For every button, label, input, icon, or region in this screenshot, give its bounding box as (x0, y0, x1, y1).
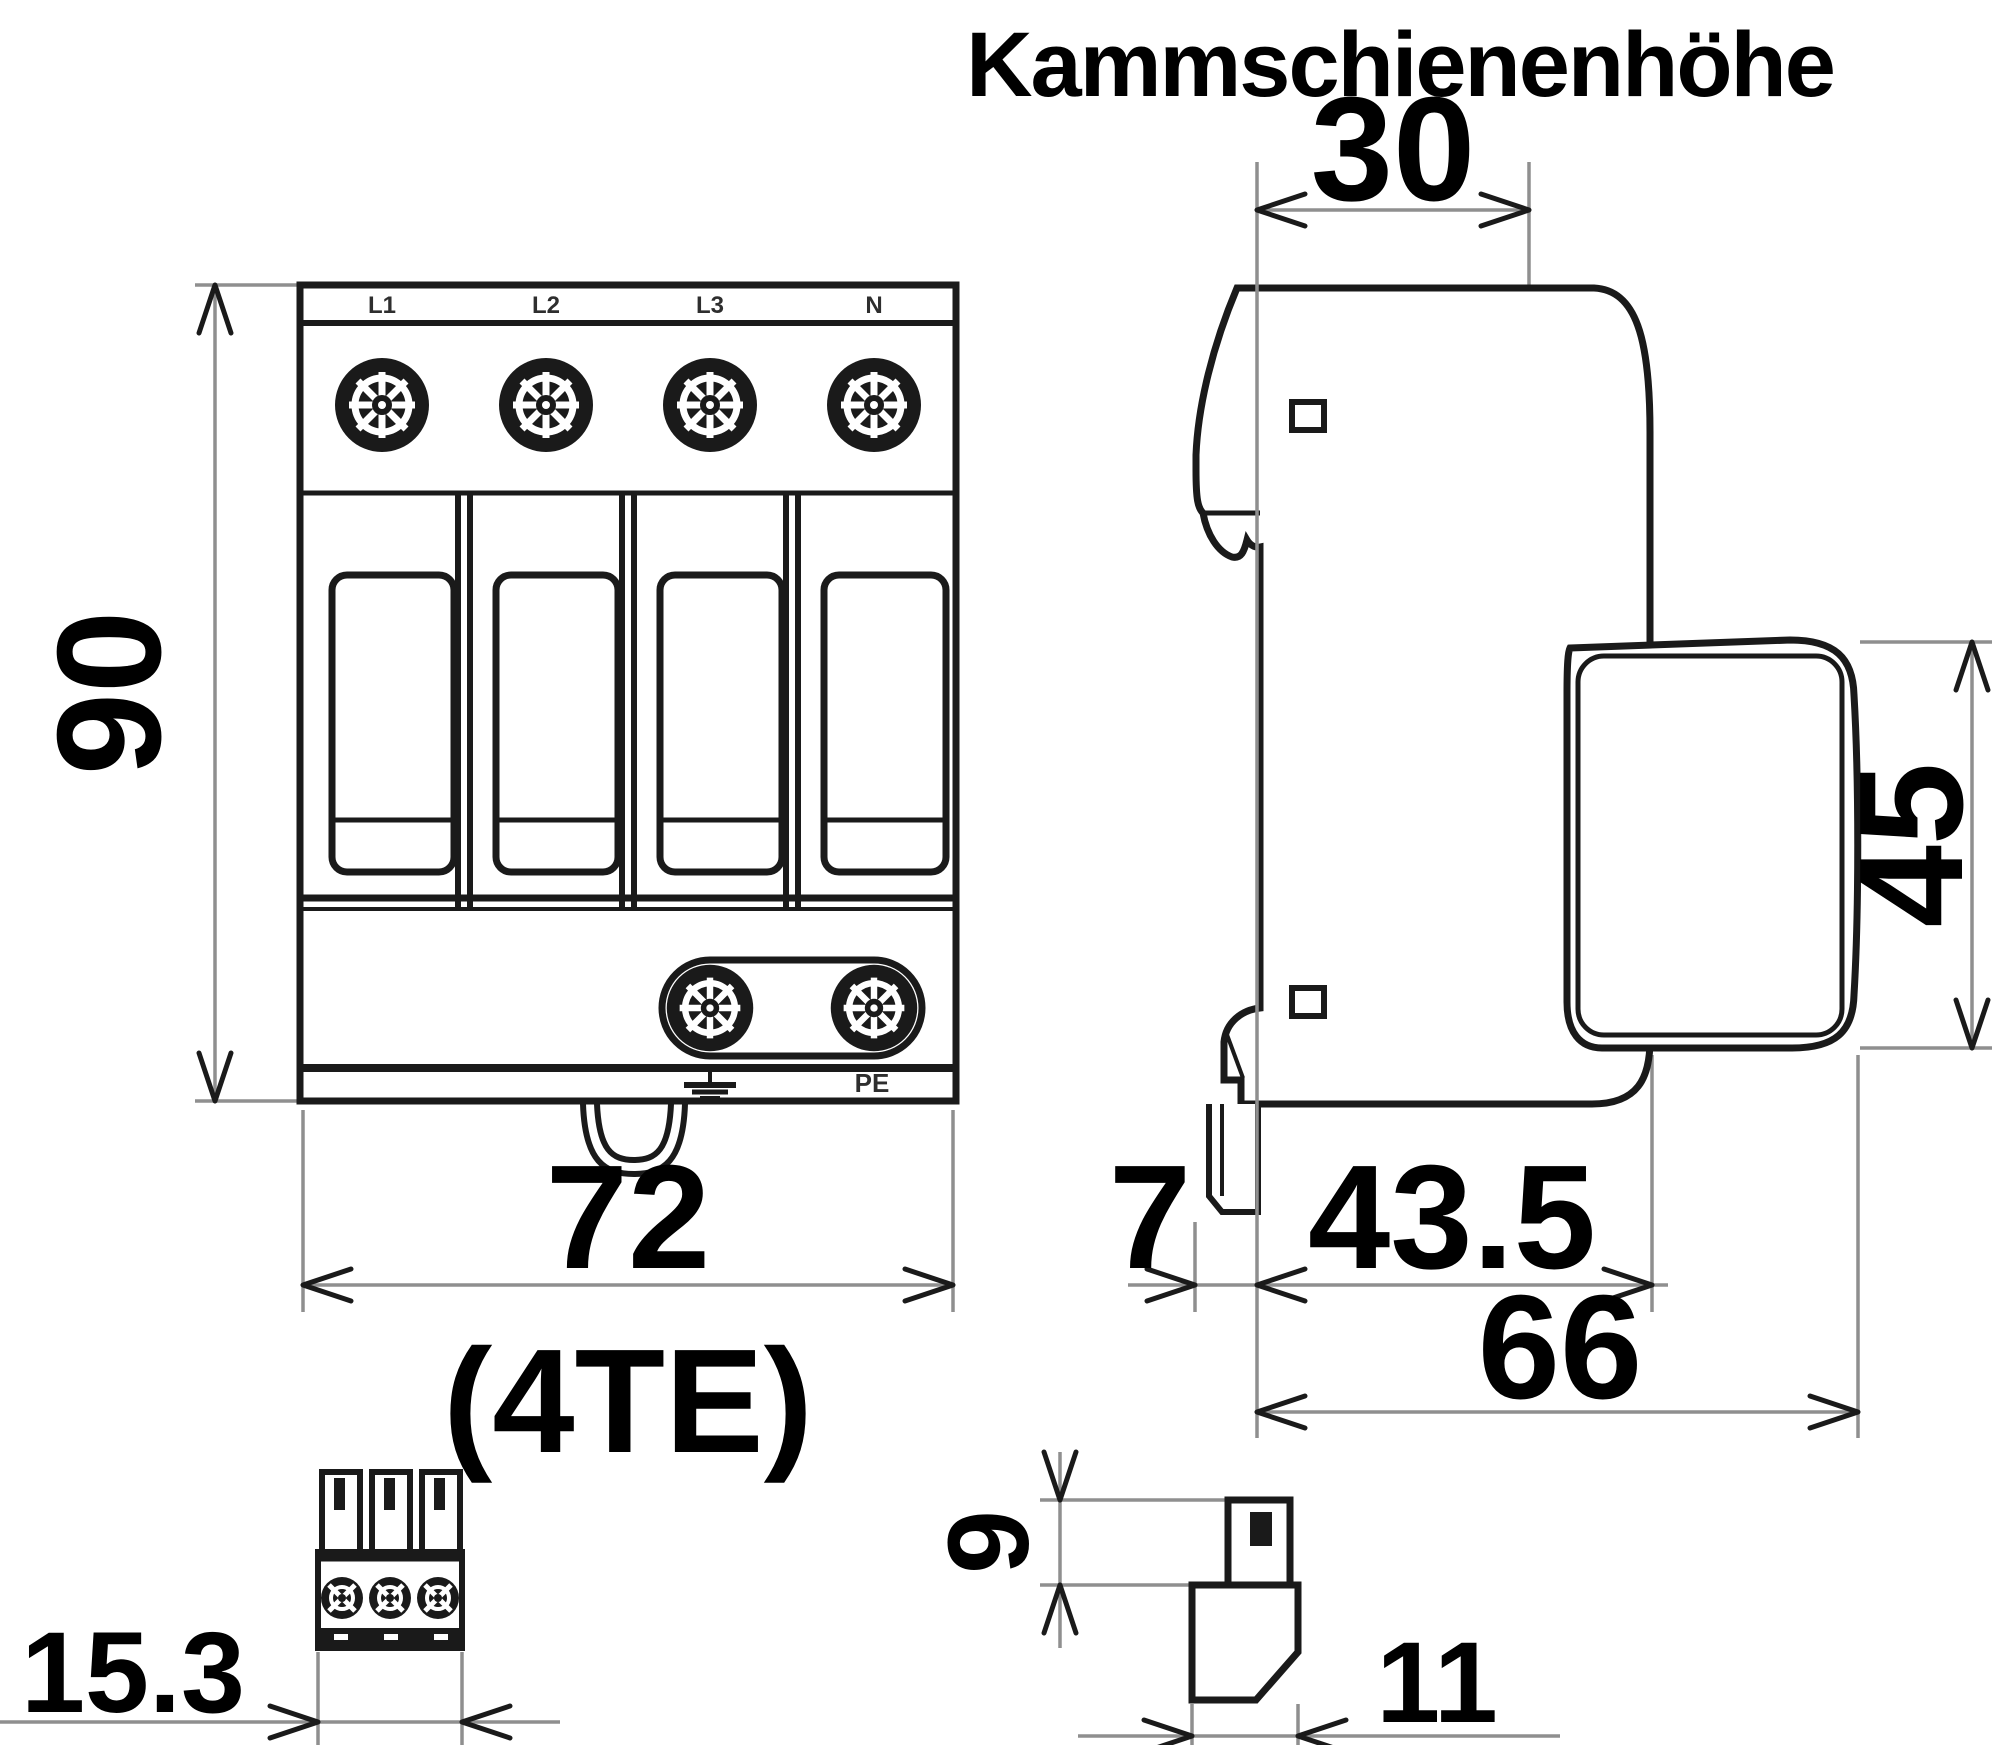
side-base-outline (1192, 284, 1654, 1108)
dim-66-label: 66 (1478, 1265, 1643, 1430)
vent-hole (1289, 399, 1327, 433)
terminal-screw-icon (663, 358, 757, 452)
pe-terminal-slot (658, 956, 926, 1060)
dim-30-label: 30 (1311, 67, 1476, 232)
terminal-screw-icon (335, 358, 429, 452)
side-view-drawing (1192, 284, 1862, 1215)
side-module-outline (1563, 636, 1862, 1052)
terminal-screw-icon (499, 358, 593, 452)
clamp-prongs (319, 1469, 463, 1555)
clamp-screw-icon (321, 1577, 363, 1619)
dim-15-3-label: 15.3 (21, 1609, 245, 1737)
dim-72-label: 72 (546, 1135, 711, 1300)
side-module-rim (1575, 653, 1845, 1038)
pe-terminal-screw-icon (667, 965, 753, 1051)
dim-90-label: 90 (27, 611, 192, 776)
dim-43-5-label: 43.5 (1308, 1135, 1596, 1300)
dim-11-label: 11 (1376, 1619, 1498, 1745)
module-separators (455, 493, 801, 909)
ground-symbol-icon (684, 1068, 736, 1104)
dim-45-label: 45 (1829, 763, 1994, 928)
module-windows (328, 571, 950, 876)
din-clip-wedge (1224, 1031, 1245, 1079)
dimension-arrows (196, 191, 1991, 1745)
terminal-label-l1: L1 (368, 292, 396, 319)
dim-7-label: 7 (1109, 1135, 1191, 1300)
page-title: Kammschienenhöhe (966, 14, 1834, 116)
terminal-label-n: N (865, 292, 882, 319)
dim-4te-label: (4TE) (443, 1319, 813, 1484)
terminal-label-l2: L2 (532, 292, 560, 319)
terminal-label-l3: L3 (696, 292, 724, 319)
front-view-drawing: L1 L2 L3 N (296, 281, 960, 1178)
clamp-side-body (1188, 1581, 1302, 1704)
pe-terminal-screw-icon (831, 965, 917, 1051)
clamp-detail-side (1188, 1496, 1302, 1704)
terminal-screw-icon (827, 358, 921, 452)
vent-hole (1289, 985, 1327, 1019)
clamp-screw-icon (369, 1577, 411, 1619)
wire-loop (580, 1103, 688, 1178)
release-latch (1206, 1104, 1261, 1215)
dim-9-label: 9 (925, 1510, 1053, 1574)
clamp-screw-icon (417, 1577, 459, 1619)
pe-label: PE (855, 1068, 890, 1098)
clamp-detail-front (315, 1469, 465, 1651)
